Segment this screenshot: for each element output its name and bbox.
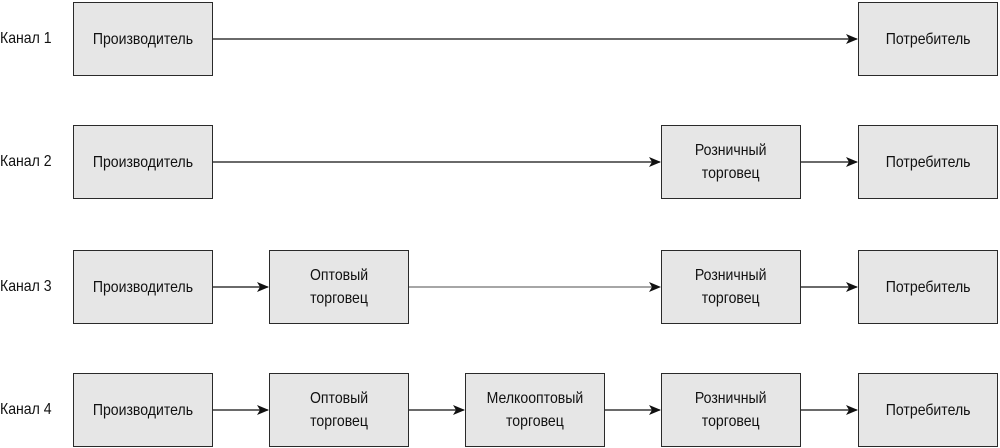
channel-4-wholesaler-box: Оптовый торговец [269,373,409,447]
channel-1-consumer-label: Потребитель [885,30,971,48]
channel-3-consumer-label: Потребитель [885,278,971,296]
channel-label-4: Канал 4 [0,401,52,418]
channel-4-jobber-box: Мелкооптовый торговец [465,373,605,447]
channel-4-retailer-label: Розничный торговец [695,390,767,430]
channel-1-producer-label: Производитель [92,30,194,48]
channel-3-producer-label: Производитель [92,278,194,296]
channel-3-consumer-box: Потребитель [858,250,998,324]
channel-2-producer-box: Производитель [73,125,213,199]
channel-3-producer-box: Производитель [73,250,213,324]
channel-3-retailer-label: Розничный торговец [695,267,767,307]
channel-2-producer-label: Производитель [92,153,194,171]
channel-4-producer-box: Производитель [73,373,213,447]
channel-2-retailer-label: Розничный торговец [695,142,767,182]
channel-label-3: Канал 3 [0,278,52,295]
channel-label-1: Канал 1 [0,30,52,47]
channel-4-consumer-box: Потребитель [858,373,998,447]
channel-1-consumer-box: Потребитель [858,2,998,76]
channel-3-retailer-box: Розничный торговец [661,250,801,324]
channel-4-jobber-label: Мелкооптовый торговец [486,390,584,430]
channel-4-producer-label: Производитель [92,401,194,419]
channel-label-2: Канал 2 [0,153,52,170]
channel-4-wholesaler-label: Оптовый торговец [309,390,369,430]
channel-3-wholesaler-box: Оптовый торговец [269,250,409,324]
channel-2-consumer-label: Потребитель [885,153,971,171]
channel-3-wholesaler-label: Оптовый торговец [309,267,369,307]
channel-4-retailer-box: Розничный торговец [661,373,801,447]
channel-2-consumer-box: Потребитель [858,125,998,199]
channel-1-producer-box: Производитель [73,2,213,76]
channel-2-retailer-box: Розничный торговец [661,125,801,199]
channel-4-consumer-label: Потребитель [885,401,971,419]
